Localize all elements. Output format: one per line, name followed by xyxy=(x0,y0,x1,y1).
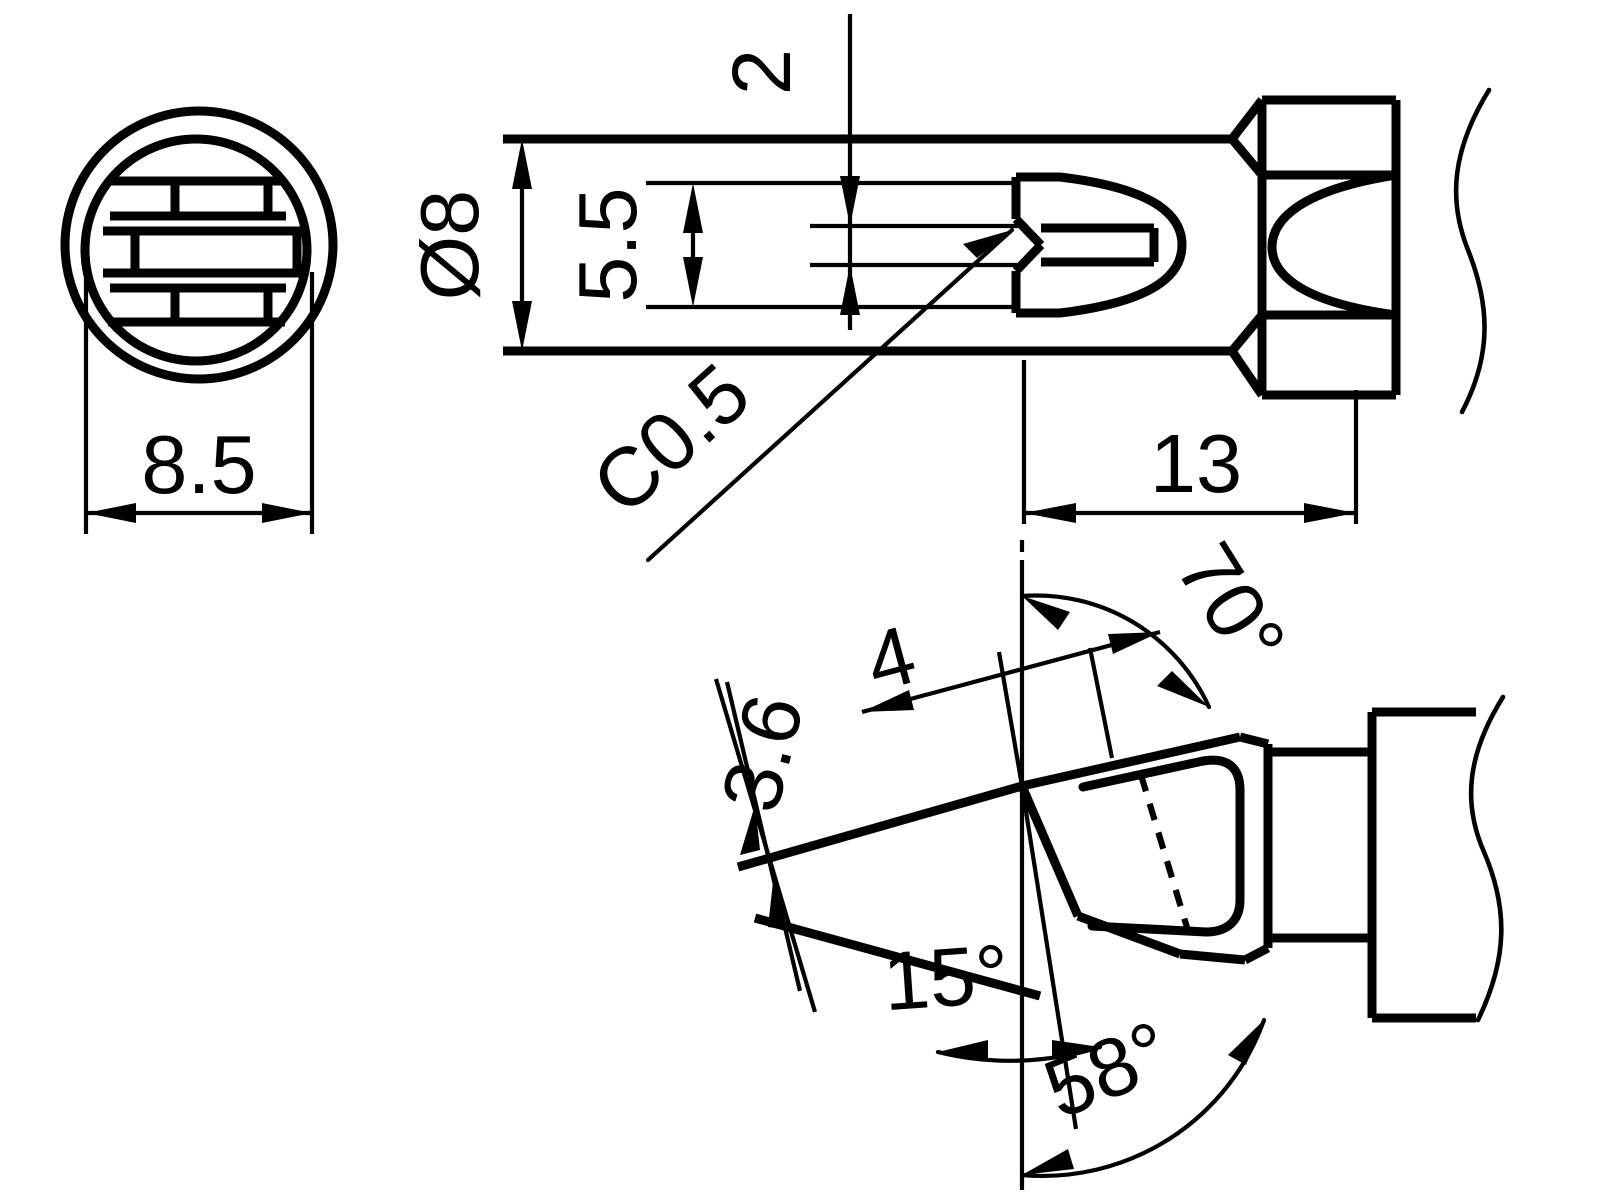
side-view-group: Ø8 5.5 2 C0.5 13 xyxy=(403,14,1492,563)
hidden-pocket-line xyxy=(1138,774,1195,945)
constr-thin-left xyxy=(713,678,818,1013)
dim-a15: 15° xyxy=(880,927,1103,1063)
constr-line-upper xyxy=(736,781,1024,872)
tip-front-bevel xyxy=(1017,784,1083,918)
barrel-inner-cone xyxy=(1267,170,1401,320)
arc-15 xyxy=(935,1044,1103,1063)
ext-line-4-left xyxy=(1087,647,1115,759)
end-view-inner-circle xyxy=(80,134,312,366)
tip-slot-geometry xyxy=(1011,172,1187,318)
end-view-group: 8.5 xyxy=(60,106,338,534)
dim-d4: 4 xyxy=(856,608,1161,787)
arrowhead-85-left xyxy=(86,503,136,523)
dim-label-13: 13 xyxy=(1150,417,1242,510)
dim-a70: 70° xyxy=(1019,527,1304,710)
dim-line-4 xyxy=(861,629,1161,715)
leader-line-c05 xyxy=(645,227,1015,563)
dim-label-d8: Ø8 xyxy=(403,190,496,301)
dim-d13: 13 xyxy=(1021,360,1359,524)
dim-label-d2: 2 xyxy=(715,49,808,95)
shoulder-lower xyxy=(1242,944,1271,964)
break-line-upper xyxy=(1453,87,1492,415)
arc-70 xyxy=(1019,593,1212,710)
tip-pocket-outline xyxy=(1078,755,1245,937)
slot-u-curve xyxy=(1055,172,1187,318)
tip-lower-face-2 xyxy=(1179,949,1246,965)
shoulder-upper xyxy=(1238,732,1270,749)
end-view-outer-circle xyxy=(60,106,338,384)
dim-label-36: 3.6 xyxy=(703,686,821,820)
break-line-lower xyxy=(1468,694,1506,1023)
bottom-view-group: 3.6 4 70° xyxy=(703,527,1506,1190)
dim-label-d55: 5.5 xyxy=(561,187,654,302)
dim-label-58: 58° xyxy=(1032,1003,1183,1136)
dim-d2: 2 xyxy=(715,14,860,330)
tip-upper-face xyxy=(1021,732,1241,791)
arrowhead-85-right xyxy=(262,503,312,523)
constr-thin-58 xyxy=(1019,785,1079,1130)
constr-line-lower xyxy=(753,913,1042,1001)
angled-tip-body xyxy=(1017,694,1506,1023)
flange-upper-taper xyxy=(1228,97,1266,142)
dim-label-15: 15° xyxy=(880,927,1012,1029)
dim-label-85: 8.5 xyxy=(141,418,256,511)
dim-d55: 5.5 xyxy=(561,183,703,307)
dim-label-4: 4 xyxy=(856,608,925,710)
end-view-internal-pattern xyxy=(103,176,302,327)
bevel-construction-lines xyxy=(713,678,1079,1130)
flange-lower-taper xyxy=(1228,348,1266,398)
ext-line-4-right xyxy=(996,651,1025,787)
dim-label-c05: C0.5 xyxy=(575,346,768,532)
dim-d8: Ø8 xyxy=(403,139,532,351)
